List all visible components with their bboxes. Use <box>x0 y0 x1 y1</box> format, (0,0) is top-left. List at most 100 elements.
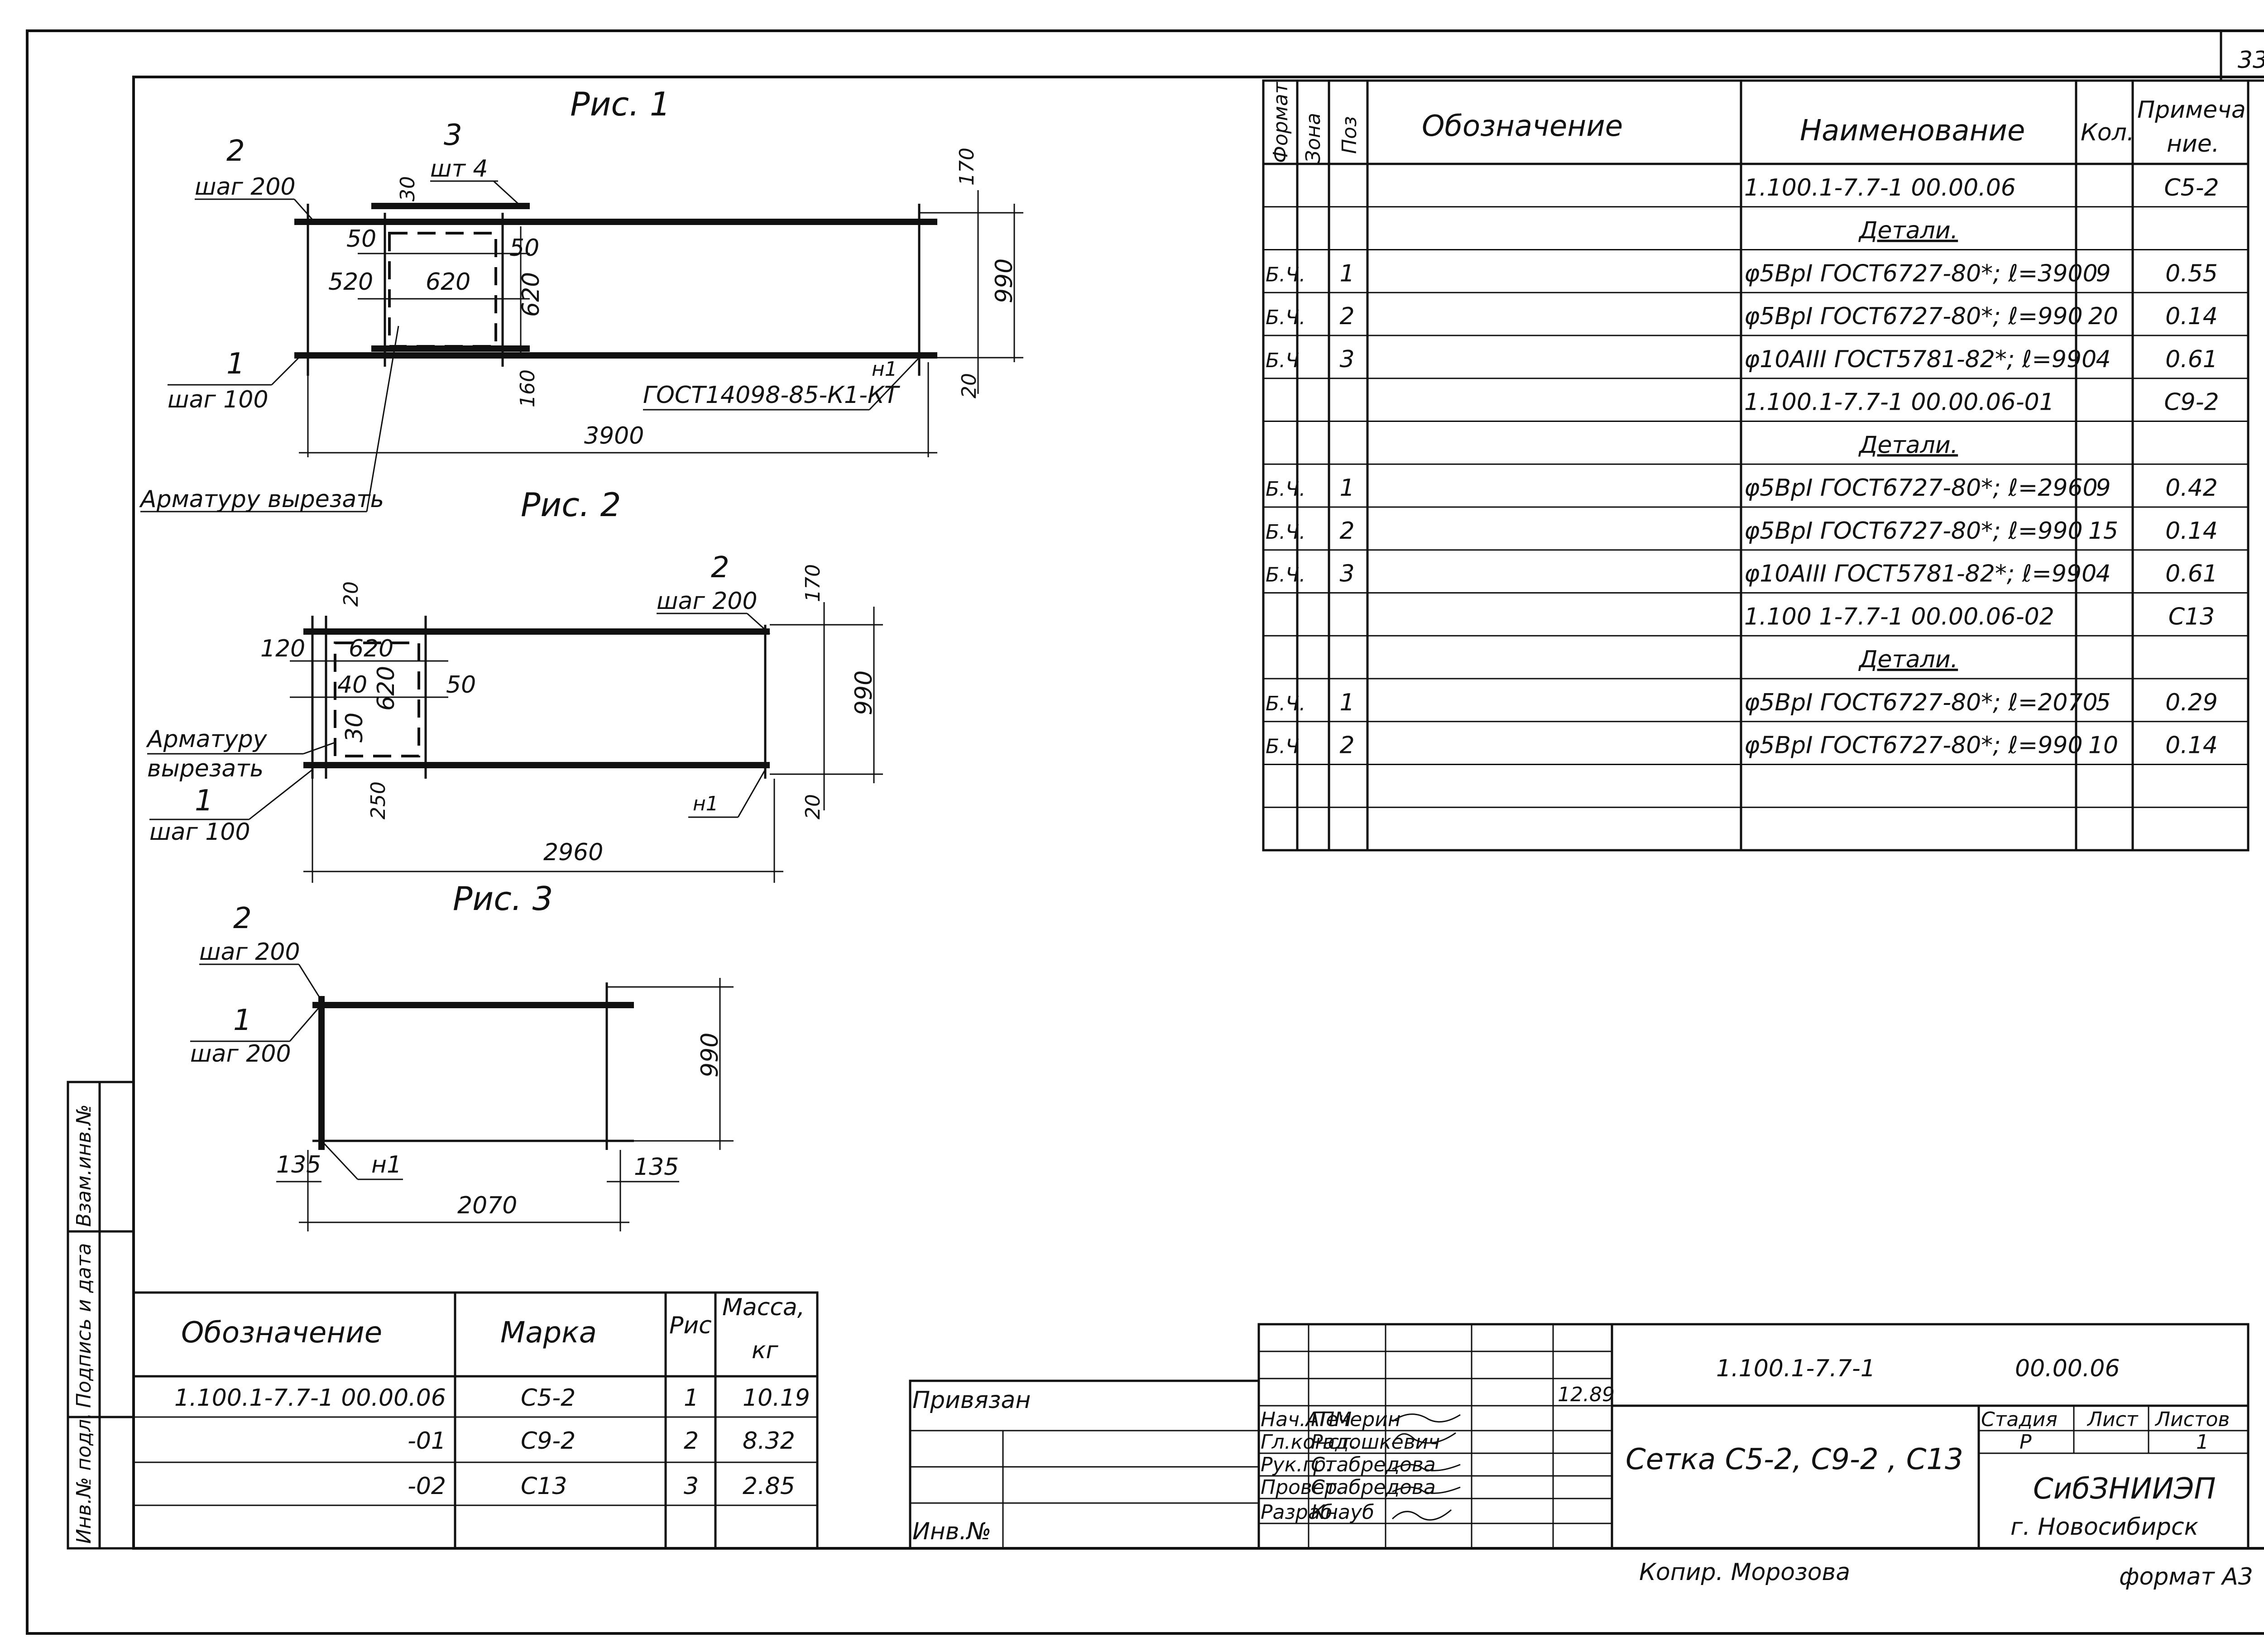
spec-row-format: Б.Ч. <box>1266 478 1305 501</box>
fig2-dim-2960: 2960 <box>543 839 603 866</box>
format-label: формат А3 <box>2119 1563 2253 1590</box>
fig2-leader-3 <box>249 769 313 820</box>
spec-row-note: С5-2 <box>2164 174 2219 201</box>
mass-header-designation: Обозначение <box>181 1316 382 1350</box>
stage-header: Стадия <box>1981 1408 2058 1431</box>
title-date: 12.89 <box>1558 1383 1615 1406</box>
mass-row-2-mark: С9-2 <box>521 1427 576 1455</box>
spec-row-pos: 3 <box>1339 346 1354 373</box>
fig3-pos2-num: 2 <box>233 902 252 935</box>
signatures-path-4 <box>1392 1486 1461 1494</box>
fig3-pos1-num: 1 <box>233 1004 252 1037</box>
spec-table-border <box>1262 79 2250 852</box>
role-4: Провер. <box>1261 1476 1343 1499</box>
fig3-leader-3 <box>323 1142 359 1180</box>
spec-row-name: φ10АIII ГОСТ5781-82*; ℓ=990 <box>1744 560 2096 588</box>
fig1-dim-620b: 620 <box>518 272 545 317</box>
mass-header-mark: Марка <box>500 1316 597 1350</box>
signatures-path-2 <box>1391 1432 1456 1445</box>
binding-block: Привязан Инв.№ <box>909 1379 1260 1550</box>
sheets-header: Листов <box>2154 1408 2230 1431</box>
mass-row-3-designation: -02 <box>408 1473 446 1500</box>
spec-row-note: 0.42 <box>2165 474 2218 502</box>
fig1-cutout <box>388 232 497 348</box>
role-2: Гл.конст. <box>1261 1431 1357 1454</box>
spec-row-name: φ5ВрI ГОСТ6727-80*; ℓ=3900 <box>1744 260 2098 287</box>
fig2-pos2-num: 2 <box>711 551 729 584</box>
spec-row-name: Детали. <box>1858 646 1958 673</box>
spec-row-name: φ5ВрI ГОСТ6727-80*; ℓ=990 <box>1744 517 2083 545</box>
fig2-dim-170: 170 <box>801 564 825 602</box>
name-3: Стабредова <box>1311 1453 1436 1476</box>
signatures-path <box>1392 1413 1461 1423</box>
spec-row-name: 1.100.1-7.7-1 00.00.06-01 <box>1744 389 2054 416</box>
side-stamp-inv: Инв.№ подл. <box>72 1413 96 1544</box>
spec-row-name: Детали. <box>1858 431 1958 459</box>
fig3-dim-2070: 2070 <box>457 1192 517 1219</box>
mass-row-1-designation: 1.100.1-7.7-1 00.00.06 <box>174 1384 446 1412</box>
mass-table: Обозначение Марка Рис Масса, кг 1.100.1-… <box>132 1291 819 1550</box>
sheet-number: 33 <box>2238 47 2264 74</box>
fig1-leader-5 <box>366 326 399 512</box>
fig1-pos1-num: 1 <box>226 347 245 381</box>
spec-row-format: Б.Ч. <box>1266 521 1305 544</box>
spec-row-pos: 3 <box>1339 560 1354 588</box>
spec-row-format: Б.Ч <box>1266 735 1299 758</box>
spec-row-note: 0.14 <box>2165 732 2218 759</box>
fig1-cut-note: Арматуру вырезать <box>139 486 384 513</box>
fig2-dim-20: 20 <box>340 581 363 607</box>
fig1-weld-mark: н1 <box>872 358 897 381</box>
mass-row-3-mark: С13 <box>521 1473 567 1500</box>
side-stamp: Инв.№ подл. Подпись и дата Взам.инв.№ <box>67 1081 135 1550</box>
fig2-pos1-step: шаг 100 <box>149 819 250 846</box>
spec-row-format: Б.Ч. <box>1266 306 1305 329</box>
sheets-value: 1 <box>2196 1431 2209 1454</box>
side-stamp-sign: Подпись и дата <box>72 1243 96 1408</box>
fig1-pos3-num: 3 <box>444 119 462 152</box>
mass-row-1-mass: 10.19 <box>743 1384 810 1412</box>
fig2-leader-2 <box>303 742 336 755</box>
fig1-dim-20: 20 <box>958 373 981 398</box>
signatures <box>1391 1413 1461 1521</box>
spec-row-name: φ10АIII ГОСТ5781-82*; ℓ=990 <box>1744 346 2096 373</box>
spec-row-qty: 10 <box>2088 732 2118 759</box>
fig3-weld-mark: н1 <box>371 1151 402 1178</box>
role-3: Рук.гр. <box>1261 1453 1332 1476</box>
fig2-weld-mark: н1 <box>693 792 719 815</box>
mass-row-2-designation: -01 <box>408 1427 446 1455</box>
spec-row-name: 1.100.1-7.7-1 00.00.06 <box>1744 174 2016 201</box>
inner-frame <box>132 76 2264 1550</box>
spec-row-name: Детали. <box>1858 217 1958 244</box>
fig2-dim-620b: 620 <box>373 666 400 711</box>
mass-row-1-fig: 1 <box>684 1384 699 1412</box>
spec-row-format: Б.Ч. <box>1266 692 1305 715</box>
spec-row-qty: 4 <box>2096 560 2111 588</box>
spec-row-note: С9-2 <box>2164 389 2219 416</box>
fig1-dim-520: 520 <box>328 268 373 296</box>
fig1-leader-2 <box>493 180 522 207</box>
spec-row-qty: 9 <box>2096 260 2111 287</box>
spec-row-qty: 20 <box>2088 303 2118 330</box>
spec-row-note: 0.61 <box>2165 560 2218 588</box>
spec-row-note: 0.29 <box>2165 689 2218 716</box>
spec-row-format: Б.Ч <box>1266 349 1299 372</box>
fig1-title: Рис. 1 <box>570 85 670 123</box>
fig2-pos2-step: шаг 200 <box>657 588 758 615</box>
spec-row-pos: 1 <box>1339 474 1354 502</box>
fig1-pos2-step: шаг 200 <box>195 173 296 201</box>
fig1-pos3-count: шт 4 <box>430 155 488 182</box>
spec-row-name: 1.100 1-7.7-1 00.00.06-02 <box>1744 603 2054 630</box>
spec-header-qty: Кол. <box>2081 119 2134 146</box>
name-1: Печерин <box>1311 1408 1401 1431</box>
fig2-pos1-num: 1 <box>195 784 213 818</box>
fig2-cut-note-1: Арматуру <box>146 726 268 753</box>
fig2-title: Рис. 2 <box>521 486 621 524</box>
name-2: Радошкевич <box>1311 1431 1440 1454</box>
spec-row-qty: 15 <box>2088 517 2118 545</box>
fig1-pos2-num: 2 <box>226 134 245 168</box>
fig1-dim-160: 160 <box>516 369 539 407</box>
spec-header-designation: Обозначение <box>1422 110 1623 143</box>
fig1-dim-30: 30 <box>396 176 419 201</box>
spec-row-qty: 4 <box>2096 346 2111 373</box>
fig2-cut-note-2: вырезать <box>147 755 264 782</box>
